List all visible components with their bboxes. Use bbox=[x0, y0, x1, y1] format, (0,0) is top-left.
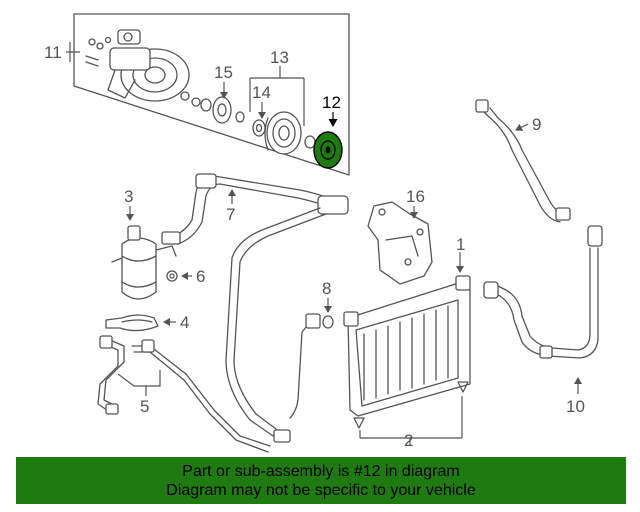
part-4-clamp bbox=[105, 314, 159, 332]
callout-6: 6 bbox=[196, 267, 205, 286]
compressor-inset-panel bbox=[73, 13, 350, 176]
compressor-assembly bbox=[85, 29, 212, 112]
callout-11: 11 bbox=[44, 43, 62, 62]
callout-7: 7 bbox=[226, 205, 235, 224]
callout-numbers: 11 15 13 14 12 9 3 7 16 1 6 8 4 5 2 10 bbox=[44, 43, 585, 450]
callout-2: 2 bbox=[404, 431, 413, 450]
part-ring bbox=[304, 135, 316, 149]
callout-5: 5 bbox=[140, 397, 149, 416]
part-16-bracket bbox=[367, 201, 433, 285]
part-10-hose bbox=[483, 225, 603, 359]
part-13-pulley bbox=[264, 111, 302, 155]
part-6-fitting bbox=[166, 270, 178, 282]
callout-10: 10 bbox=[566, 397, 585, 416]
banner-line-1: Part or sub-assembly is #12 in diagram bbox=[182, 463, 460, 480]
banner-line-2: Diagram may not be specific to your vehi… bbox=[166, 482, 476, 499]
part-2-pads bbox=[353, 381, 469, 429]
part-9-hose bbox=[475, 99, 571, 223]
leader-lines bbox=[66, 42, 582, 446]
callout-1: 1 bbox=[456, 235, 465, 254]
callout-15: 15 bbox=[214, 63, 233, 82]
part-15-shape bbox=[212, 96, 245, 124]
fitting-hose bbox=[289, 313, 321, 419]
callout-3: 3 bbox=[124, 187, 133, 206]
info-banner: Part or sub-assembly is #12 in diagram D… bbox=[16, 457, 626, 504]
part-5-tubes bbox=[97, 335, 271, 453]
part-14-shape bbox=[252, 119, 266, 137]
callout-4: 4 bbox=[180, 313, 189, 332]
part-3-accumulator bbox=[111, 225, 177, 300]
part-12-clutch-plate bbox=[313, 131, 343, 169]
callout-16: 16 bbox=[406, 187, 425, 206]
liquid-line bbox=[225, 207, 327, 443]
callout-13: 13 bbox=[270, 48, 289, 67]
callout-14: 14 bbox=[252, 83, 271, 102]
part-7-hose bbox=[161, 173, 349, 245]
callout-12: 12 bbox=[322, 93, 341, 112]
part-1-condenser bbox=[343, 275, 471, 417]
part-8-oring bbox=[322, 315, 334, 329]
parts-diagram: 11 15 13 14 12 9 3 7 16 1 6 8 4 5 2 10 bbox=[44, 13, 603, 453]
callout-8: 8 bbox=[322, 279, 331, 298]
callout-9: 9 bbox=[532, 115, 541, 134]
